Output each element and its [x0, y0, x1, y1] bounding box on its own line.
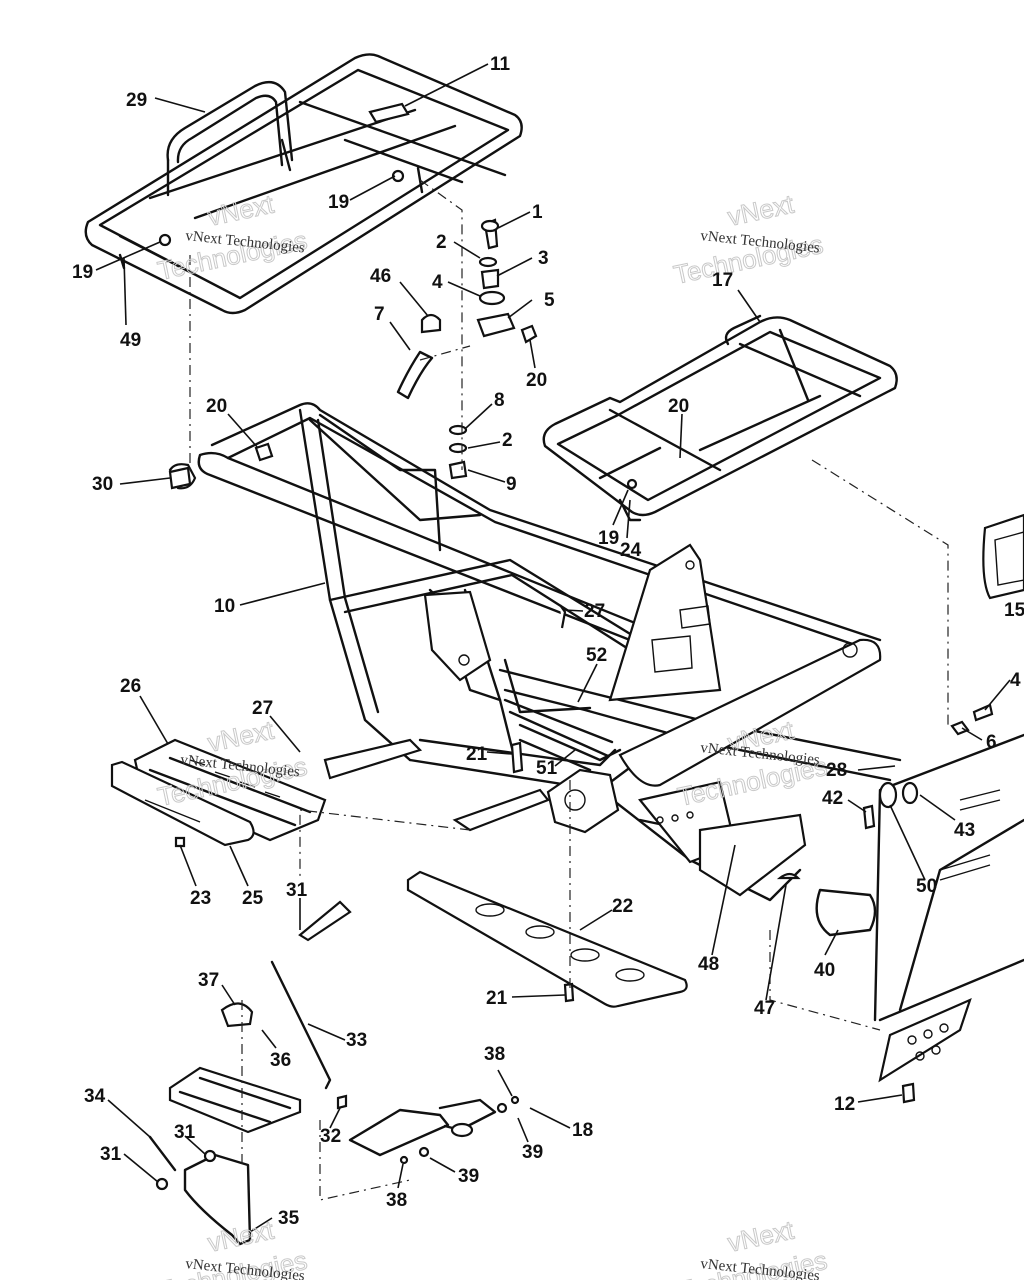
brake-pedal-assembly — [148, 960, 520, 1246]
callout-21: 21 — [466, 744, 488, 765]
callout-27: 27 — [252, 698, 273, 719]
watermark-ghost-top: vNext — [205, 715, 277, 758]
callout-36: 36 — [270, 1050, 291, 1071]
callout-labels: 11 29 19 1 2 3 4 5 46 7 20 19 49 17 20 8… — [72, 54, 1024, 1229]
callout-25: 25 — [242, 888, 264, 909]
left-footrest — [110, 738, 327, 847]
footrest-bars — [323, 698, 622, 832]
callout-20: 20 — [206, 396, 227, 417]
callout-47: 47 — [754, 998, 775, 1019]
front-bumper — [815, 513, 1024, 1083]
callout-17: 17 — [712, 270, 733, 291]
callout-20: 20 — [668, 396, 689, 417]
callout-5: 5 — [544, 290, 555, 311]
callout-38: 38 — [484, 1044, 505, 1065]
callout-33: 33 — [346, 1030, 367, 1051]
callout-31: 31 — [174, 1122, 196, 1143]
callout-12: 12 — [834, 1094, 855, 1115]
callout-22: 22 — [612, 896, 633, 917]
watermark-top-right: vNext Technologies vNext Technologies — [671, 188, 827, 290]
callout-23: 23 — [190, 888, 211, 909]
callout-19: 19 — [598, 528, 619, 549]
callout-50: 50 — [916, 876, 937, 897]
watermark-bottom-right: vNext Technologies vNext Technologies — [675, 1214, 831, 1280]
callout-28: 28 — [826, 760, 847, 781]
callout-1: 1 — [532, 202, 543, 223]
watermark-ghost-top: vNext — [725, 1215, 797, 1258]
callout-34: 34 — [84, 1086, 106, 1107]
main-frame — [168, 402, 902, 902]
callout-4: 4 — [1010, 670, 1021, 691]
rear-rack — [84, 53, 523, 315]
callout-51: 51 — [536, 758, 558, 779]
callout-2: 2 — [502, 430, 513, 451]
callout-29: 29 — [126, 90, 147, 111]
watermark-bottom-left: vNext Technologies vNext Technologies — [155, 1214, 311, 1280]
callout-39: 39 — [522, 1142, 543, 1163]
front-rack — [542, 314, 898, 522]
callout-43: 43 — [954, 820, 975, 841]
callout-40: 40 — [814, 960, 835, 981]
callout-30: 30 — [92, 474, 113, 495]
watermark-ghost-top: vNext — [725, 189, 797, 232]
callout-15: 15 — [1004, 600, 1024, 621]
callout-3: 3 — [538, 248, 549, 269]
skid-plate — [406, 870, 688, 1008]
callout-7: 7 — [374, 304, 385, 325]
callout-37: 37 — [198, 970, 219, 991]
callout-leaders — [95, 63, 1011, 1233]
callout-24: 24 — [620, 540, 642, 561]
callout-21: 21 — [486, 988, 508, 1009]
callout-31: 31 — [100, 1144, 122, 1165]
callout-31: 31 — [286, 880, 308, 901]
watermark-ghost-top: vNext — [205, 189, 277, 232]
callout-27: 27 — [584, 601, 605, 622]
callout-26: 26 — [120, 676, 141, 697]
assembly-guide-lines — [189, 179, 949, 1201]
callout-18: 18 — [572, 1120, 593, 1141]
callout-19: 19 — [328, 192, 349, 213]
callout-42: 42 — [822, 788, 843, 809]
callout-52: 52 — [586, 645, 607, 666]
callout-19: 19 — [72, 262, 93, 283]
callout-9: 9 — [506, 474, 517, 495]
callout-46: 46 — [370, 266, 391, 287]
callout-35: 35 — [278, 1208, 300, 1229]
watermark-top-left: vNext Technologies vNext Technologies — [155, 188, 311, 286]
callout-32: 32 — [320, 1126, 341, 1147]
callout-6: 6 — [986, 732, 997, 753]
callout-8: 8 — [494, 390, 505, 411]
callout-2: 2 — [436, 232, 447, 253]
callout-38: 38 — [386, 1190, 407, 1211]
callout-10: 10 — [214, 596, 235, 617]
callout-20: 20 — [526, 370, 547, 391]
callout-48: 48 — [698, 954, 719, 975]
callout-11: 11 — [490, 54, 511, 75]
callout-4: 4 — [432, 272, 443, 293]
callout-39: 39 — [458, 1166, 479, 1187]
callout-49: 49 — [120, 330, 141, 351]
